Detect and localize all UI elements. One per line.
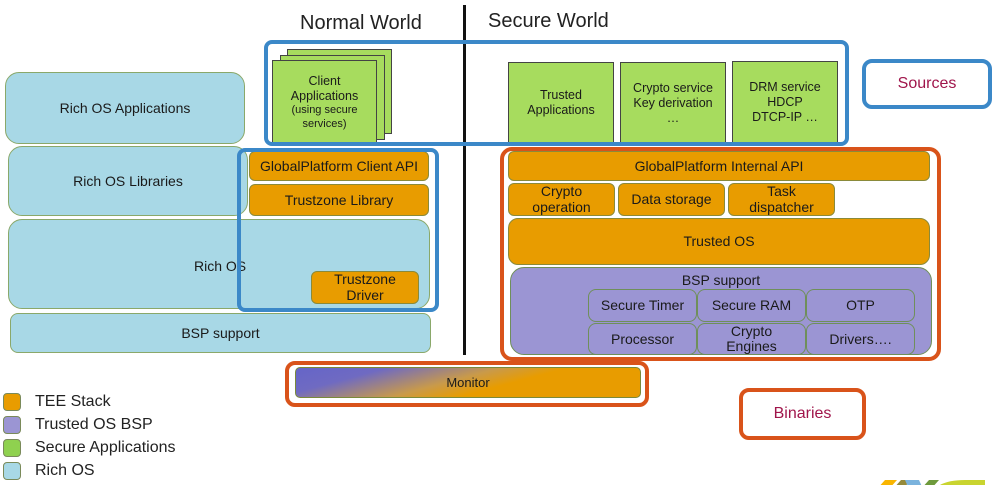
trusted-applications: Trusted Applications	[508, 62, 614, 144]
legend-swatch-secure-applications	[3, 438, 21, 457]
nxp-logo-icon	[880, 480, 985, 485]
legend: TEE Stack Trusted OS BSP Secure Applicat…	[3, 390, 176, 482]
rich-os-label: Rich OS	[194, 258, 247, 274]
binaries-frame-secure-stack	[500, 147, 941, 361]
rich-os-bsp-support-label: BSP support	[181, 324, 260, 341]
crypto-service: Crypto service Key derivation …	[620, 62, 726, 144]
globalplatform-client-api: GlobalPlatform Client API	[249, 151, 429, 181]
otp: OTP	[806, 289, 915, 322]
data-storage: Data storage	[618, 183, 725, 216]
legend-item-trusted-os-bsp: Trusted OS BSP	[3, 413, 176, 436]
client-applications-line2: Applications	[290, 89, 359, 104]
world-divider	[463, 5, 466, 355]
trustzone-driver: Trustzone Driver	[311, 271, 419, 304]
trustzone-library-label: Trustzone Library	[284, 191, 394, 208]
drm-service-line2: HDCP	[767, 95, 803, 109]
drivers-label: Drivers….	[829, 330, 892, 347]
secure-ram-label: Secure RAM	[711, 297, 792, 314]
monitor-label: Monitor	[446, 374, 490, 390]
trusted-os-bsp-support-label: BSP support	[681, 272, 761, 288]
trusted-applications-line2: Applications	[527, 103, 595, 117]
crypto-operation-line2: operation	[532, 198, 591, 215]
trustzone-driver-line2: Driver	[346, 286, 384, 303]
rich-os-applications-label: Rich OS Applications	[59, 99, 191, 116]
trusted-applications-line1: Trusted	[540, 88, 582, 102]
secure-timer-label: Secure Timer	[600, 297, 685, 314]
sources-frame-apps	[264, 40, 849, 146]
trusted-os-label: Trusted OS	[683, 233, 755, 250]
otp-label: OTP	[846, 297, 875, 314]
secure-timer: Secure Timer	[588, 289, 697, 322]
crypto-engines: Crypto Engines	[697, 323, 806, 355]
rich-os-libraries-label: Rich OS Libraries	[73, 172, 183, 189]
client-applications-line3: (using secure	[291, 104, 358, 117]
task-dispatcher: Task dispatcher	[728, 183, 835, 216]
globalplatform-internal-api-label: GlobalPlatform Internal API	[634, 157, 804, 174]
rich-os-applications: Rich OS Applications	[5, 72, 245, 144]
globalplatform-internal-api: GlobalPlatform Internal API	[508, 151, 930, 181]
legend-swatch-trusted-os-bsp	[3, 415, 21, 434]
drivers: Drivers….	[806, 323, 915, 355]
drm-service-line1: DRM service	[749, 80, 821, 94]
crypto-service-line2: Key derivation	[633, 95, 713, 110]
crypto-engines-line1: Crypto	[730, 323, 773, 340]
legend-label-rich-os: Rich OS	[35, 461, 95, 479]
crypto-service-line1: Crypto service	[633, 80, 713, 95]
trustzone-library: Trustzone Library	[249, 184, 429, 216]
data-storage-label: Data storage	[631, 191, 712, 208]
crypto-operation-line1: Crypto	[540, 183, 583, 200]
globalplatform-client-api-label: GlobalPlatform Client API	[260, 157, 418, 174]
legend-swatch-rich-os	[3, 461, 21, 480]
binaries-tag-label: Binaries	[773, 405, 832, 423]
secure-world-header: Secure World	[488, 10, 609, 32]
binaries-tag: Binaries	[739, 388, 866, 440]
task-dispatcher-line1: Task	[767, 183, 796, 200]
sources-tag-label: Sources	[897, 75, 957, 93]
processor: Processor	[588, 323, 697, 355]
legend-label-trusted-os-bsp: Trusted OS BSP	[35, 415, 153, 433]
crypto-engines-line2: Engines	[726, 338, 777, 354]
drm-service-line3: DTCP-IP …	[752, 110, 818, 124]
processor-label: Processor	[610, 330, 675, 347]
sources-tag: Sources	[862, 59, 992, 109]
legend-item-secure-applications: Secure Applications	[3, 436, 176, 459]
rich-os-libraries: Rich OS Libraries	[8, 146, 248, 216]
legend-label-tee-stack: TEE Stack	[35, 392, 111, 410]
crypto-operation: Crypto operation	[508, 183, 615, 216]
binaries-frame-monitor	[285, 361, 649, 407]
task-dispatcher-line2: dispatcher	[749, 198, 814, 215]
secure-ram: Secure RAM	[697, 289, 806, 322]
monitor: Monitor	[295, 367, 641, 398]
nxp-logo-partial	[875, 476, 999, 485]
crypto-service-line3: …	[666, 110, 680, 125]
trustzone-driver-line1: Trustzone	[334, 271, 396, 288]
legend-swatch-tee-stack	[3, 392, 21, 411]
client-applications-line4: services)	[302, 117, 347, 130]
legend-item-tee-stack: TEE Stack	[3, 390, 176, 413]
drm-service: DRM service HDCP DTCP-IP …	[732, 61, 838, 144]
client-applications: Client Applications (using secure servic…	[272, 60, 377, 145]
client-applications-line1: Client	[308, 74, 341, 89]
sources-frame-client-libs	[237, 148, 439, 312]
legend-label-secure-applications: Secure Applications	[35, 438, 176, 456]
legend-item-rich-os: Rich OS	[3, 459, 176, 482]
normal-world-header: Normal World	[300, 12, 422, 34]
rich-os-bsp-support: BSP support	[10, 313, 431, 353]
trusted-os: Trusted OS	[508, 218, 930, 265]
